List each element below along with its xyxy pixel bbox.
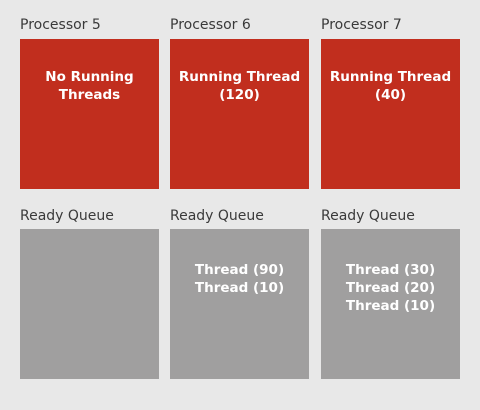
processor-label: Processor 6 (170, 17, 251, 33)
queued-thread: Thread (20) (345, 280, 436, 296)
processor-box: Running Thread (120) (170, 39, 309, 189)
processor-label: Processor 5 (20, 17, 101, 33)
ready-queue-label: Ready Queue (170, 208, 264, 224)
ready-queue-box: Thread (30) Thread (20) Thread (10) (321, 229, 460, 379)
processor-status-line: Running Thread (329, 69, 452, 85)
ready-queue-box (20, 229, 159, 379)
ready-queue-label: Ready Queue (20, 208, 114, 224)
processor-status-line: Running Thread (178, 69, 301, 85)
queued-thread: Thread (90) (194, 262, 285, 278)
processor-status-line: Threads (58, 87, 121, 103)
ready-queue-box: Thread (90) Thread (10) (170, 229, 309, 379)
processor-status-line: No Running (45, 69, 134, 85)
queued-thread: Thread (30) (345, 262, 436, 278)
ready-queue-label: Ready Queue (321, 208, 415, 224)
processor-status-line: (40) (374, 87, 407, 103)
processor-status-line: (120) (219, 87, 260, 103)
queued-thread: Thread (10) (194, 280, 285, 296)
queued-thread: Thread (10) (345, 298, 436, 314)
processor-box: No Running Threads (20, 39, 159, 189)
processor-label: Processor 7 (321, 17, 402, 33)
processor-box: Running Thread (40) (321, 39, 460, 189)
